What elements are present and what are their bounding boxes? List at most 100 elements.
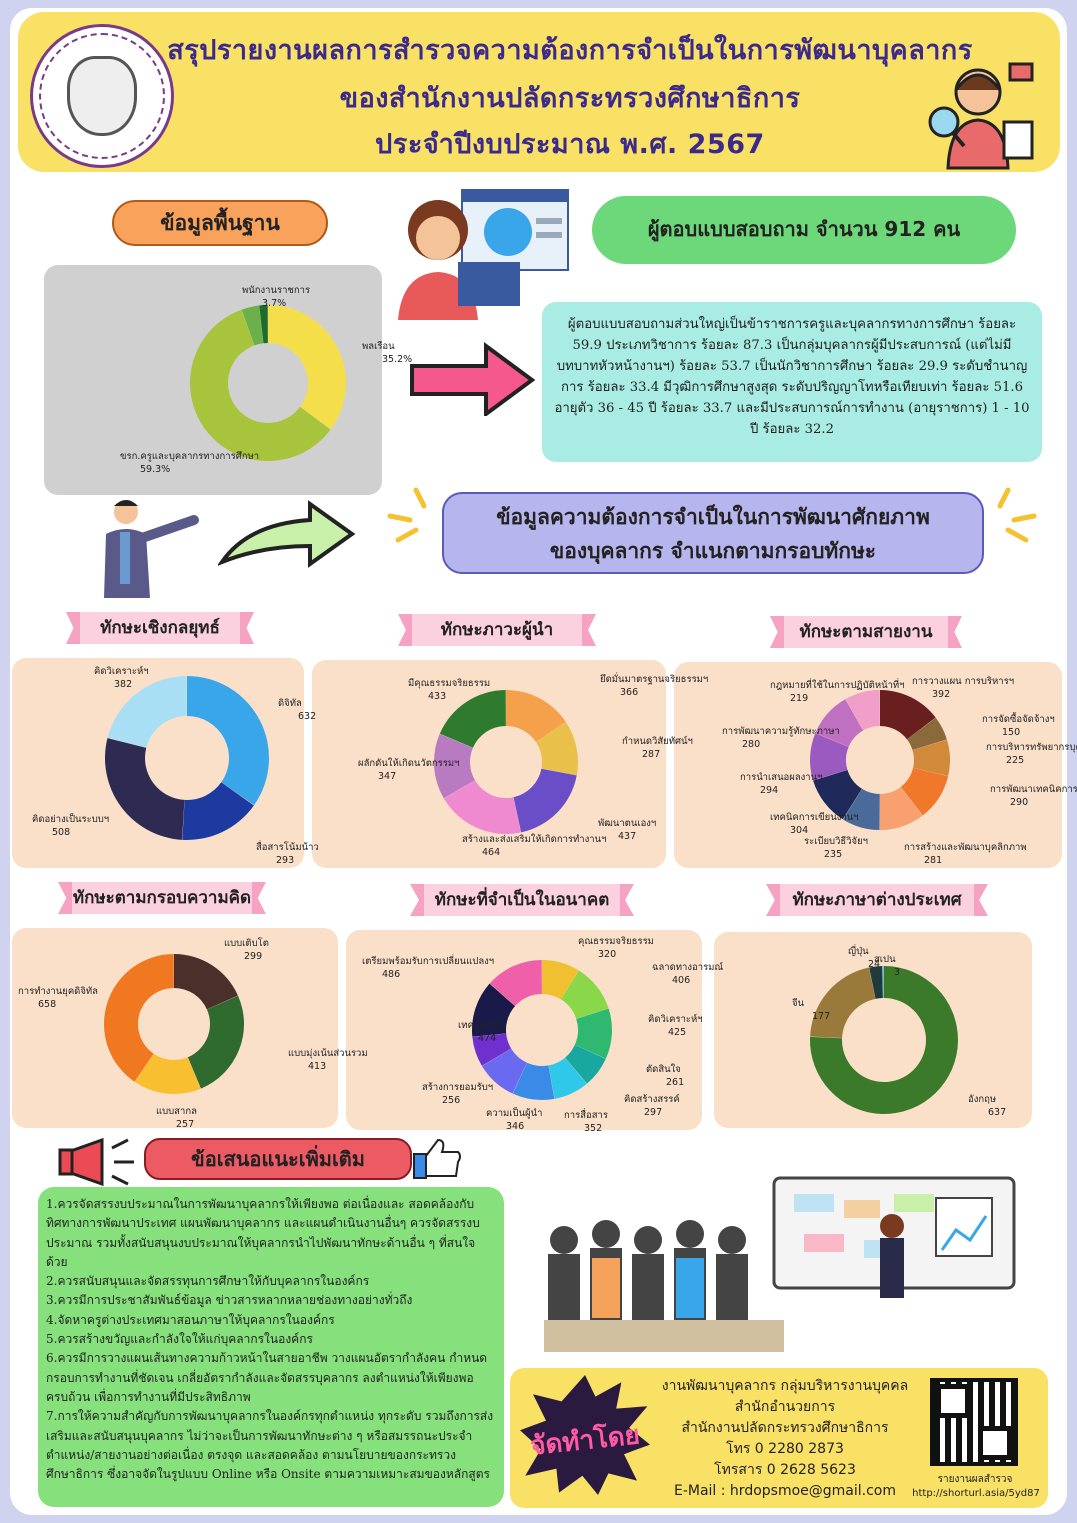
slice-basic-1 — [189, 309, 331, 461]
slice-leadership-0 — [506, 690, 566, 742]
label-basic-2: พนักงานราชการ — [242, 285, 310, 296]
label-functional-0: การวางแผน การบริหารฯ — [912, 676, 1014, 687]
recommendation-item: 5.ควรสร้างขวัญและกำลังใจให้แก่บุคลากรในอ… — [46, 1332, 313, 1347]
label-basic-1: ขรก.ครูและบุคลากรทางการศึกษา — [120, 451, 259, 462]
title-mindset: ทักษะตามกรอบความคิด — [72, 888, 252, 908]
ribbon-mindset: ทักษะตามกรอบความคิด — [58, 882, 266, 914]
slice-basic-0 — [268, 305, 346, 430]
value-leadership-1: 287 — [642, 749, 660, 760]
pink-arrow-icon — [410, 342, 536, 416]
label-language-1: จีน — [792, 997, 805, 1009]
label-language-3: สเปน — [874, 954, 896, 965]
label-future-6: ความเป็นผู้นำ — [486, 1106, 542, 1119]
slice-functional-4 — [879, 786, 923, 830]
recommendations-panel: 1.ควรจัดสรรงบประมาณในการพัฒนาบุคลากรให้เ… — [38, 1187, 504, 1507]
credit-phone: โทร 0 2280 2873 — [726, 1441, 844, 1457]
value-functional-3: 290 — [1010, 797, 1028, 808]
label-functional-2: การบริหารทรัพยากรบุคคล — [986, 742, 1077, 753]
slice-mindset-3 — [104, 954, 174, 1082]
label-strategic-1: สื่อสารโน้มน้าว — [256, 840, 319, 853]
value-functional-9: 219 — [790, 693, 808, 704]
title-functional: ทักษะตามสายงาน — [799, 622, 933, 642]
presenter-illustration — [104, 500, 199, 598]
qr-caption: รายงานผลสำรวจ — [937, 1474, 1013, 1485]
value-functional-0: 392 — [932, 689, 950, 700]
label-functional-3: การพัฒนาเทคนิคการพูดฯ — [990, 784, 1077, 795]
title-leadership: ทักษะภาวะผู้นำ — [440, 620, 554, 640]
slice-functional-7 — [810, 733, 849, 781]
summary-text: ผู้ตอบแบบสอบถามส่วนใหญ่เป็นข้าราชการครูแ… — [554, 317, 1030, 437]
label-future-5: การสื่อสาร — [564, 1108, 608, 1121]
ribbon-language: ทักษะภาษาต่างประเทศ — [766, 884, 988, 916]
ribbon-leadership: ทักษะภาวะผู้นำ — [398, 614, 596, 646]
value-basic-2: 3.7% — [262, 298, 286, 309]
slice-future-7 — [472, 1033, 512, 1066]
label-leadership-0: ยึดมั่นมาตรฐานจริยธรรมฯ — [600, 672, 709, 685]
researcher-icon — [928, 62, 1034, 170]
label-leadership-1: กำหนดวิสัยทัศน์ฯ — [622, 735, 693, 747]
value-future-1: 406 — [672, 975, 690, 986]
slice-leadership-4 — [434, 733, 475, 799]
label-mindset-0: แบบเติบโต — [224, 937, 269, 949]
value-future-6: 346 — [506, 1121, 524, 1132]
credit-fax: โทรสาร 0 2628 5623 — [714, 1462, 856, 1478]
title-strategic: ทักษะเชิงกลยุทธ์ — [100, 618, 220, 638]
slice-future-8 — [472, 983, 516, 1037]
slice-functional-3 — [900, 767, 949, 816]
slice-mindset-2 — [134, 1053, 201, 1094]
title-language: ทักษะภาษาต่างประเทศ — [792, 890, 962, 910]
slice-language-0 — [810, 966, 958, 1114]
recommendation-item: 1.ควรจัดสรรงบประมาณในการพัฒนาบุคลากรให้เ… — [46, 1197, 480, 1269]
value-functional-4: 281 — [924, 855, 942, 866]
recommendation-item: 2.ควรสนับสนุนและจัดสรรทุนการศึกษาให้กับบ… — [46, 1274, 370, 1289]
slice-functional-6 — [813, 770, 862, 820]
recommendations-list: 1.ควรจัดสรรงบประมาณในการพัฒนาบุคลากรให้เ… — [38, 1187, 504, 1484]
slice-functional-0 — [880, 690, 936, 740]
value-basic-1: 59.3% — [140, 464, 170, 475]
recommendations-pill: ข้อเสนอแนะเพิ่มเติม — [144, 1138, 412, 1180]
value-strategic-3: 382 — [114, 679, 132, 690]
label-functional-1: การจัดซื้อจัดจ้างฯ — [982, 712, 1055, 725]
leadership-donut-chart: ยึดมั่นมาตรฐานจริยธรรมฯ366กำหนดวิสัยทัศน… — [358, 672, 708, 858]
value-functional-8: 280 — [742, 739, 760, 750]
slice-future-0 — [542, 960, 579, 1000]
slice-language-3 — [882, 966, 884, 999]
survey-person-illustration — [398, 189, 569, 320]
recommendation-item: 7.การให้ความสำคัญกับการพัฒนาบุคลากรในองค… — [46, 1409, 494, 1482]
ribbon-strategic: ทักษะเชิงกลยุทธ์ — [66, 612, 254, 644]
label-future-3: ตัดสินใจ — [646, 1063, 681, 1075]
title-line-1: สรุปรายงานผลการสำรวจความต้องการจำเป็นในก… — [167, 35, 973, 66]
label-strategic-2: คิดอย่างเป็นระบบฯ — [32, 812, 109, 825]
label-functional-6: เทคนิคการเขียนงานฯ — [770, 811, 859, 823]
label-mindset-2: แบบสากล — [156, 1106, 197, 1117]
thumbs-up-icon — [413, 1138, 461, 1179]
header-banner — [18, 12, 1060, 172]
value-leadership-3: 464 — [482, 847, 500, 858]
recommendation-item: 3.ควรมีการประชาสัมพันธ์ข้อมูล ข่าวสารหลา… — [46, 1293, 413, 1308]
credit-division: สำนักอำนวยการ — [734, 1399, 836, 1415]
label-leadership-5: มีคุณธรรมจริยธรรม — [408, 677, 490, 689]
label-language-0: อังกฤษ — [968, 1094, 996, 1105]
qr-code[interactable] — [930, 1378, 1018, 1466]
mindset-donut-chart: แบบเติบโต299แบบมุ่งเน้นส่วนรวม413แบบสากล… — [18, 937, 368, 1130]
value-mindset-2: 257 — [176, 1119, 194, 1130]
slice-future-9 — [489, 960, 542, 1007]
credit-email: E-Mail : hrdopsmoe@gmail.com — [673, 1483, 897, 1499]
label-mindset-3: การทำงานยุคดิจิทัล — [18, 986, 98, 997]
label-language-2: ญี่ปุ่น — [848, 944, 869, 957]
value-functional-5: 235 — [824, 849, 842, 860]
sparkle-left-icon — [387, 487, 427, 543]
value-strategic-0: 632 — [298, 711, 316, 722]
respondents-count: ผู้ตอบแบบสอบถาม จำนวน 912 คน — [592, 196, 1016, 264]
value-mindset-0: 299 — [244, 951, 262, 962]
basic-info-pill: ข้อมูลพื้นฐาน — [112, 200, 328, 246]
report-link[interactable]: http://shorturl.asia/5yd87 — [912, 1488, 1040, 1499]
label-basic-0: พลเรือน — [362, 341, 395, 352]
title-line-2: ของสำนักงานปลัดกระทรวงศึกษาธิการ — [339, 83, 801, 114]
value-future-4: 297 — [644, 1107, 662, 1118]
basic-donut-chart: พลเรือน35.2%ขรก.ครูและบุคลากรทางการศึกษา… — [120, 285, 412, 475]
slice-basic-2 — [241, 305, 264, 346]
slice-mindset-0 — [174, 954, 238, 1010]
slice-future-1 — [560, 970, 609, 1019]
value-leadership-4: 347 — [378, 771, 396, 782]
